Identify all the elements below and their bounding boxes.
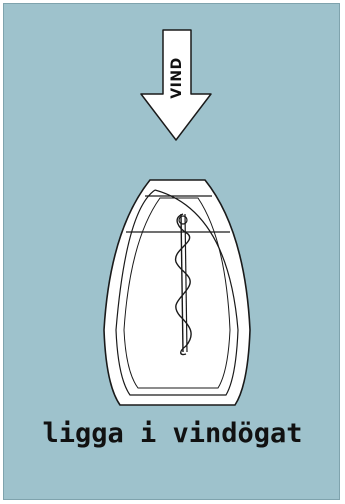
boat-hull <box>104 180 250 405</box>
caption: ligga i vindögat <box>0 418 345 449</box>
